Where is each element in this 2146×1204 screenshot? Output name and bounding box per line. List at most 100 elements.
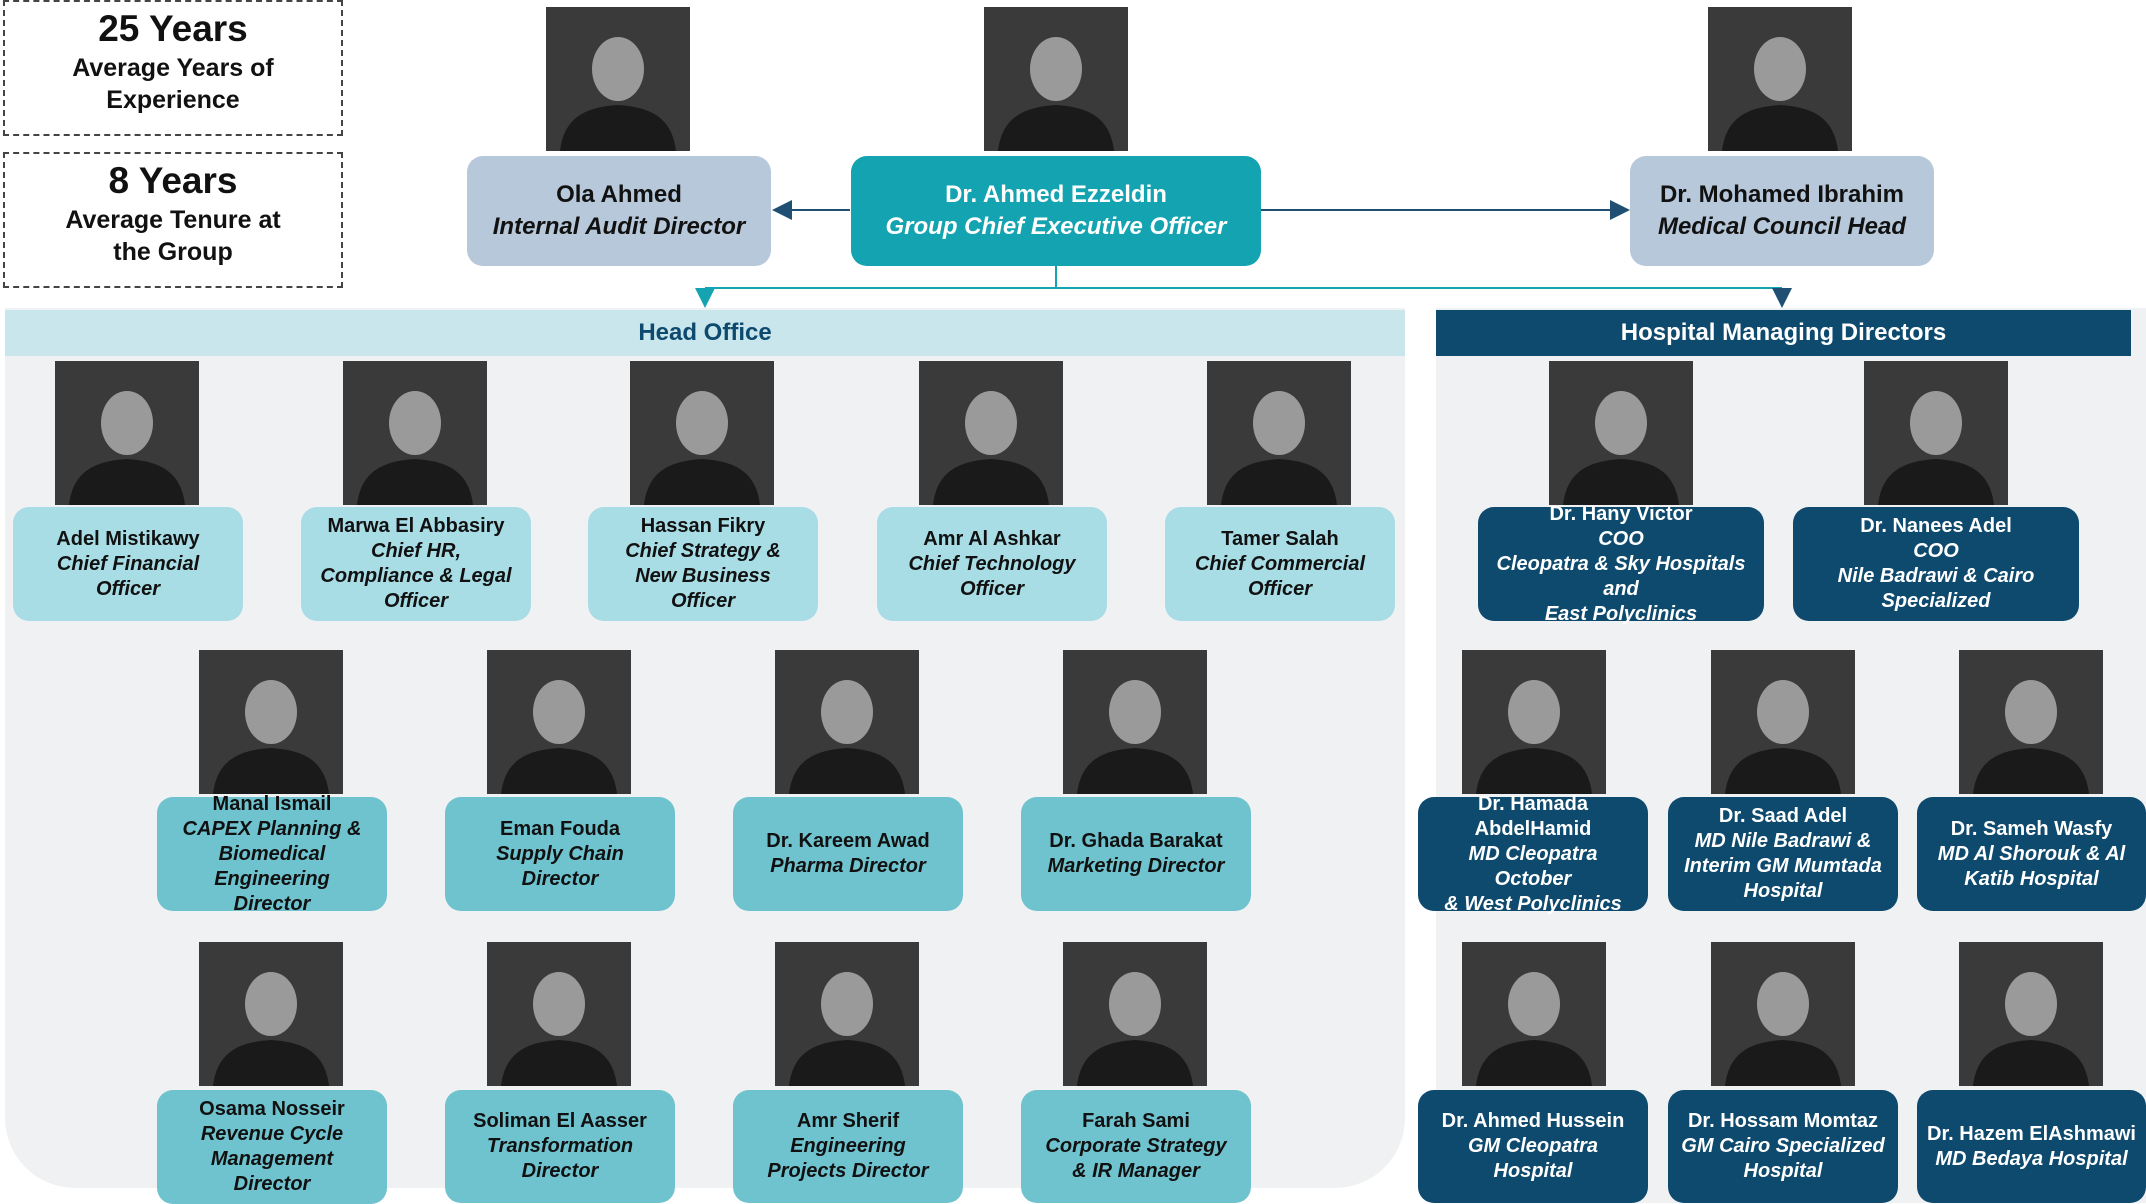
- hmd-r1-title-2: COO Nile Badrawi & Cairo Specialized: [1837, 540, 2035, 612]
- ho-r1-title-2: Chief HR, Compliance & Legal Officer: [320, 540, 512, 612]
- portrait-silhouette: [1063, 650, 1207, 794]
- ho-r2-title-1: CAPEX Planning & Biomedical Engineering …: [182, 817, 362, 915]
- hmd-r2-photo-3: [1959, 650, 2103, 794]
- portrait-silhouette: [199, 650, 343, 794]
- ho-r1-photo-5: [1207, 361, 1351, 505]
- portrait-silhouette: [1708, 7, 1852, 151]
- ho-r3-title-1: Revenue Cycle Management Director: [200, 1123, 344, 1195]
- portrait-silhouette: [1063, 942, 1207, 1086]
- portrait-silhouette: [1711, 942, 1855, 1086]
- hmd-r2-card-2: Dr. Saad Adel MD Nile Badrawi & Interim …: [1668, 797, 1898, 911]
- ho-r1-title-4: Chief Technology Officer: [908, 552, 1076, 600]
- hmd-r3-name-3: Dr. Hazem ElAshmawi: [1927, 1122, 2136, 1145]
- stat-experience-value: 25 Years: [98, 8, 248, 49]
- portrait-silhouette: [1864, 361, 2008, 505]
- hmd-r1-name-2: Dr. Nanees Adel: [1860, 515, 2012, 537]
- hmd-r2-card-3: Dr. Sameh Wasfy MD Al Shorouk & Al Katib…: [1917, 797, 2146, 911]
- ho-r3-name-2: Soliman El Aasser: [473, 1110, 647, 1132]
- hmd-r1-name-1: Dr. Hany Victor: [1549, 502, 1693, 525]
- portrait-silhouette: [1959, 650, 2103, 794]
- org-connectors: [695, 200, 1792, 308]
- hmd-r3-name-1: Dr. Ahmed Hussein: [1441, 1110, 1625, 1132]
- stat-experience-label: Average Years of Experience: [72, 54, 274, 114]
- ho-r2-name-3: Dr. Kareem Awad: [766, 830, 930, 852]
- hmd-r2-photo-1: [1462, 650, 1606, 794]
- ho-r3-photo-4: [1063, 942, 1207, 1086]
- ho-r3-photo-3: [775, 942, 919, 1086]
- hmd-r3-card-3: Dr. Hazem ElAshmawi MD Bedaya Hospital: [1917, 1090, 2146, 1203]
- hmd-r3-title-1: GM Cleopatra Hospital: [1467, 1135, 1599, 1182]
- audit-box: Ola Ahmed Internal Audit Director: [467, 156, 771, 266]
- portrait-silhouette: [1549, 361, 1693, 505]
- portrait-silhouette: [1959, 942, 2103, 1086]
- ho-r1-name-4: Amr Al Ashkar: [923, 527, 1061, 550]
- ceo-box: Dr. Ahmed Ezzeldin Group Chief Executive…: [851, 156, 1261, 266]
- hmd-r3-name-2: Dr. Hossam Momtaz: [1687, 1110, 1879, 1132]
- medical-title: Medical Council Head: [1657, 213, 1907, 240]
- portrait-silhouette: [1207, 361, 1351, 505]
- portrait-silhouette: [487, 650, 631, 794]
- ceo-photo: [984, 7, 1128, 151]
- hmd-r2-title-3: MD Al Shorouk & Al Katib Hospital: [1937, 842, 2126, 890]
- ho-r3-name-1: Osama Nosseir: [199, 1098, 345, 1120]
- portrait-silhouette: [199, 942, 343, 1086]
- hmd-r3-photo-3: [1959, 942, 2103, 1086]
- ho-r1-photo-2: [343, 361, 487, 505]
- hmd-r3-photo-2: [1711, 942, 1855, 1086]
- portrait-silhouette: [984, 7, 1128, 151]
- ho-r1-card-3: Hassan Fikry Chief Strategy & New Busine…: [588, 507, 818, 621]
- stat-tenure-value: 8 Years: [108, 160, 238, 201]
- ho-r3-photo-2: [487, 942, 631, 1086]
- portrait-silhouette: [1711, 650, 1855, 794]
- hmd-r3-card-1: Dr. Ahmed Hussein GM Cleopatra Hospital: [1418, 1090, 1648, 1203]
- ho-r3-title-4: Corporate Strategy & IR Manager: [1045, 1135, 1227, 1182]
- ceo-title: Group Chief Executive Officer: [885, 213, 1227, 240]
- ho-r2-title-2: Supply Chain Director: [496, 842, 624, 890]
- ho-r2-card-3: Dr. Kareem Awad Pharma Director: [733, 797, 963, 911]
- ho-r2-photo-3: [775, 650, 919, 794]
- ho-r1-photo-4: [919, 361, 1063, 505]
- head-office-header: Head Office: [5, 310, 1405, 356]
- hmd-r3-photo-1: [1462, 942, 1606, 1086]
- hmd-r1-card-1: Dr. Hany Victor COO Cleopatra & Sky Hosp…: [1478, 503, 1764, 625]
- ho-r1-name-3: Hassan Fikry: [640, 515, 766, 537]
- ho-r3-card-2: Soliman El Aasser Transformation Directo…: [445, 1090, 675, 1203]
- ho-r3-title-2: Transformation Director: [486, 1135, 634, 1182]
- ho-r1-card-5: Tamer Salah Chief Commercial Officer: [1165, 507, 1395, 621]
- portrait-silhouette: [546, 7, 690, 151]
- ho-r2-name-4: Dr. Ghada Barakat: [1049, 830, 1223, 852]
- ho-r1-photo-1: [55, 361, 199, 505]
- ho-r1-title-5: Chief Commercial Officer: [1194, 552, 1366, 600]
- hmd-r3-title-3: MD Bedaya Hospital: [1935, 1147, 2128, 1170]
- stat-tenure-label: Average Tenure at the Group: [65, 206, 281, 266]
- ho-r2-photo-1: [199, 650, 343, 794]
- audit-name: Ola Ahmed: [556, 181, 682, 208]
- hmd-r2-name-3: Dr. Sameh Wasfy: [1950, 817, 2113, 840]
- ho-r2-title-4: Marketing Director: [1047, 855, 1225, 877]
- stat-tenure: 8 Years Average Tenure at the Group: [3, 152, 343, 288]
- portrait-silhouette: [775, 650, 919, 794]
- ho-r3-card-3: Amr Sherif Engineering Projects Director: [733, 1090, 963, 1203]
- hmd-r2-card-1: Dr. Hamada AbdelHamid MD Cleopatra Octob…: [1418, 793, 1648, 915]
- ho-r1-photo-3: [630, 361, 774, 505]
- medical-photo: [1708, 7, 1852, 151]
- ho-r2-title-3: Pharma Director: [770, 855, 926, 877]
- portrait-silhouette: [55, 361, 199, 505]
- portrait-silhouette: [919, 361, 1063, 505]
- ho-r1-name-5: Tamer Salah: [1221, 527, 1339, 550]
- audit-title: Internal Audit Director: [492, 213, 746, 240]
- ho-r1-name-1: Adel Mistikawy: [56, 527, 200, 550]
- medical-box: Dr. Mohamed Ibrahim Medical Council Head: [1630, 156, 1934, 266]
- hmd-r2-title-2: MD Nile Badrawi & Interim GM Mumtada Hos…: [1684, 830, 1882, 902]
- ho-r2-name-2: Eman Fouda: [499, 817, 620, 840]
- ho-r1-name-2: Marwa El Abbasiry: [327, 515, 505, 537]
- ho-r2-card-1: Manal Ismail CAPEX Planning & Biomedical…: [157, 793, 387, 915]
- hmd-r3-title-2: GM Cairo Specialized Hospital: [1681, 1135, 1885, 1182]
- ho-r1-card-4: Amr Al Ashkar Chief Technology Officer: [877, 507, 1107, 621]
- ho-r2-card-4: Dr. Ghada Barakat Marketing Director: [1021, 797, 1251, 911]
- stat-experience: 25 Years Average Years of Experience: [3, 0, 343, 136]
- ho-r1-title-3: Chief Strategy & New Business Officer: [625, 540, 781, 612]
- ho-r3-name-3: Amr Sherif: [796, 1110, 900, 1132]
- ho-r1-card-1: Adel Mistikawy Chief Financial Officer: [13, 507, 243, 621]
- ho-r3-photo-1: [199, 942, 343, 1086]
